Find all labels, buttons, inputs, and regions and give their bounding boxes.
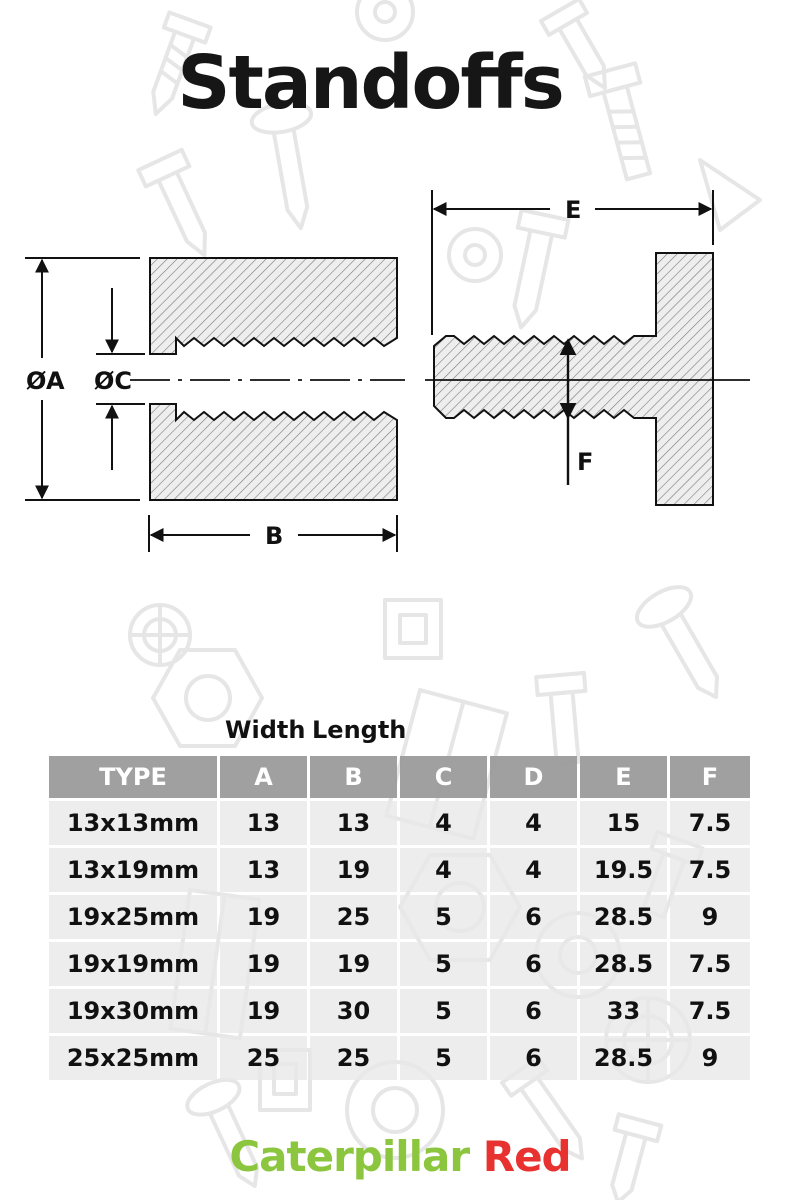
table-cell: 25 <box>310 1036 397 1080</box>
table-cell: 19 <box>220 989 307 1033</box>
hex-nut-icon <box>151 648 264 748</box>
table-cell: 9 <box>670 1036 750 1080</box>
table-cell: 7.5 <box>670 942 750 986</box>
table-cell: 15 <box>580 801 667 845</box>
column-header-e: E <box>580 756 667 798</box>
table-cell: 5 <box>400 942 487 986</box>
column-header-f: F <box>670 756 750 798</box>
brand-name-part1: Caterpillar <box>229 1132 470 1181</box>
page-title: Standoffs <box>177 40 565 126</box>
standoff-diagram: ØA ØC B E F <box>25 190 750 552</box>
table-cell: 33 <box>580 989 667 1033</box>
triangle-icon <box>698 158 762 232</box>
table-cell: 25x25mm <box>49 1036 217 1080</box>
table-cell: 25 <box>310 895 397 939</box>
dimension-a-label: ØA <box>26 367 65 395</box>
table-cell: 13x19mm <box>49 848 217 892</box>
table-cell: 19x19mm <box>49 942 217 986</box>
bolt-icon <box>582 61 653 182</box>
table-cell: 4 <box>490 801 577 845</box>
screw-icon <box>151 10 213 116</box>
dimension-e <box>431 190 714 335</box>
table-cell: 4 <box>490 848 577 892</box>
square-nut-icon <box>383 598 443 660</box>
table-cell: 30 <box>310 989 397 1033</box>
table-cell: 19x30mm <box>49 989 217 1033</box>
table-cell: 19 <box>310 848 397 892</box>
table-row: 13x13mm 13 13 4 4 15 7.5 <box>49 801 750 845</box>
screw-icon <box>610 1112 664 1200</box>
table-row: 19x19mm 19 19 5 6 28.5 7.5 <box>49 942 750 986</box>
table-cell: 6 <box>490 1036 577 1080</box>
table-row: 19x25mm 19 25 5 6 28.5 9 <box>49 895 750 939</box>
table-cell: 6 <box>490 942 577 986</box>
table-cell: 13x13mm <box>49 801 217 845</box>
table-cell: 25 <box>220 1036 307 1080</box>
table-cell: 19x25mm <box>49 895 217 939</box>
screw-icon <box>185 1077 260 1189</box>
table-cell: 6 <box>490 989 577 1033</box>
dimension-a <box>25 257 140 501</box>
column-header-a: A <box>220 756 307 798</box>
table-cell: 13 <box>220 848 307 892</box>
dimension-e-label: E <box>565 196 581 224</box>
table-cell: 28.5 <box>580 895 667 939</box>
cap-screw-body <box>433 252 714 506</box>
spec-table: TYPE A B C D E F 13x13mm 13 13 4 4 15 7.… <box>46 753 753 1083</box>
table-cell: 4 <box>400 801 487 845</box>
cap-screw-section <box>433 252 714 506</box>
brand-logo: Caterpillar Red <box>0 1132 800 1181</box>
table-cell: 7.5 <box>670 989 750 1033</box>
screw-icon <box>512 208 571 330</box>
screw-icon <box>634 585 720 699</box>
table-cell: 19.5 <box>580 848 667 892</box>
crosshair-icon <box>128 603 192 667</box>
screw-icon <box>538 0 607 90</box>
group-header-width: Width <box>225 716 306 744</box>
dimension-f-label: F <box>577 448 593 476</box>
table-cell: 13 <box>220 801 307 845</box>
table-cell: 19 <box>310 942 397 986</box>
screw-icon <box>136 147 207 258</box>
column-header-c: C <box>400 756 487 798</box>
table-cell: 13 <box>310 801 397 845</box>
bolt-icon <box>534 670 588 766</box>
table-cell: 19 <box>220 895 307 939</box>
dimension-b <box>148 515 398 552</box>
dimension-c-label: ØC <box>94 367 132 395</box>
dimension-c <box>96 288 145 470</box>
table-cell: 6 <box>490 895 577 939</box>
sleeve-bottom-half <box>149 403 398 501</box>
table-row: 19x30mm 19 30 5 6 33 7.5 <box>49 989 750 1033</box>
table-cell: 4 <box>400 848 487 892</box>
table-header-row: TYPE A B C D E F <box>49 756 750 798</box>
column-header-type: TYPE <box>49 756 217 798</box>
dimension-b-label: B <box>265 522 283 550</box>
sleeve-section <box>149 257 398 501</box>
table-cell: 5 <box>400 1036 487 1080</box>
column-header-d: D <box>490 756 577 798</box>
table-cell: 19 <box>220 942 307 986</box>
table-cell: 5 <box>400 989 487 1033</box>
sleeve-top-half <box>149 257 398 355</box>
table-cell: 7.5 <box>670 848 750 892</box>
brand-name-part2: Red <box>482 1132 572 1181</box>
table-cell: 5 <box>400 895 487 939</box>
table-cell: 28.5 <box>580 1036 667 1080</box>
column-header-b: B <box>310 756 397 798</box>
group-header-length: Length <box>312 716 407 744</box>
screw-icon <box>249 101 314 231</box>
table-cell: 7.5 <box>670 801 750 845</box>
table-cell: 9 <box>670 895 750 939</box>
table-row: 25x25mm 25 25 5 6 28.5 9 <box>49 1036 750 1080</box>
washer-icon <box>355 0 415 42</box>
table-row: 13x19mm 13 19 4 4 19.5 7.5 <box>49 848 750 892</box>
washer-icon <box>447 227 503 283</box>
table-cell: 28.5 <box>580 942 667 986</box>
